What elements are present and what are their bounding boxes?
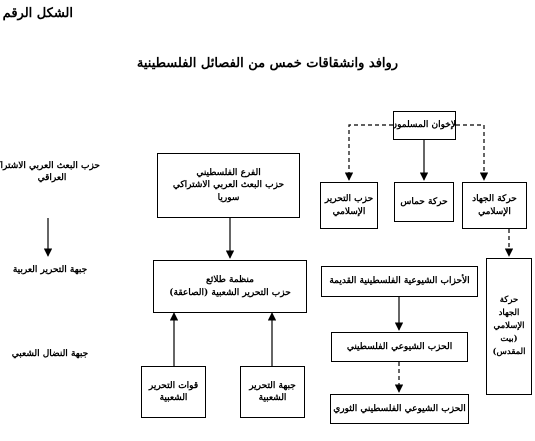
node-label-line: العراقي <box>37 173 67 184</box>
node-communist-rev: الحزب الشيوعي الفلسطيني الثوري <box>330 394 469 424</box>
node-label-line: الحزب الشيوعي الفلسطيني الثوري <box>333 403 466 414</box>
node-label-line: الجهاد <box>498 307 520 318</box>
node-popular-forces: قوات التحرير الشعبية <box>141 366 206 418</box>
node-jihad-quds: حركة الجهاد الإسلامي (بيت المقدس) <box>486 258 532 395</box>
node-label-line: حزب التحرير الشعبية (الصاعقة) <box>169 287 291 298</box>
node-label-line: قوات التحرير <box>148 380 199 391</box>
node-label-line: حركة حماس <box>400 196 448 207</box>
diagram-title: روافد وانشقاقات خمس من الفصائل الفلسطيني… <box>136 56 399 71</box>
node-label-line: (بيت <box>500 334 518 345</box>
node-label-line: سوريا <box>217 192 240 203</box>
node-label-line: منظمة طلائع <box>206 275 254 286</box>
node-label-line: حزب البعث العربي الاشتراكي <box>172 180 285 191</box>
node-label-line: الفرع الفلسطيني <box>196 168 261 179</box>
node-hamas: حركة حماس <box>394 182 454 222</box>
node-communist-old: الأحزاب الشيوعية الفلسطينية القديمة <box>321 266 478 297</box>
node-label-line: جبهة النضال الشعبي <box>11 349 89 359</box>
node-label-line: حركة الجهاد <box>472 194 517 205</box>
node-label-line: الإسلامي <box>478 206 511 217</box>
figure-label: الشكل الرقم ٣ <box>0 6 73 21</box>
node-arab-front: جبهة التحرير العربية <box>2 264 98 276</box>
node-label-line: الإسلامي <box>332 206 366 217</box>
node-baath-iraq: حزب البعث العربي الاشتراكي العراقي <box>0 160 100 184</box>
node-label-line: جبهة التحرير العربية <box>12 265 88 275</box>
node-popular-struggle: جبهة النضال الشعبي <box>2 348 98 360</box>
ikhwan-to-tahrir-connector <box>344 124 393 181</box>
ikhwan-to-jihad-connector <box>456 124 489 181</box>
node-label-line: الشعبية <box>258 393 287 403</box>
node-label-line: الإخوان المسلمون <box>393 120 456 131</box>
node-label-line: حركة <box>499 294 519 305</box>
node-label-line: الحزب الشيوعي الفلسطيني <box>346 341 453 352</box>
node-label-line: حزب التحرير <box>324 194 374 205</box>
node-communist-party: الحزب الشيوعي الفلسطيني <box>331 332 468 362</box>
node-label-line: الإسلامي <box>493 320 525 331</box>
node-label-line: الأحزاب الشيوعية الفلسطينية القديمة <box>329 276 470 287</box>
node-label-line: الشعبية <box>159 393 188 403</box>
node-ikhwan: الإخوان المسلمون <box>393 111 456 140</box>
node-label-line: حزب البعث العربي الاشتراكي <box>0 161 100 171</box>
node-label-line: المقدس) <box>492 347 526 358</box>
node-label-line: جبهة التحرير <box>249 380 296 391</box>
node-popular-front: جبهة التحرير الشعبية <box>240 366 305 418</box>
